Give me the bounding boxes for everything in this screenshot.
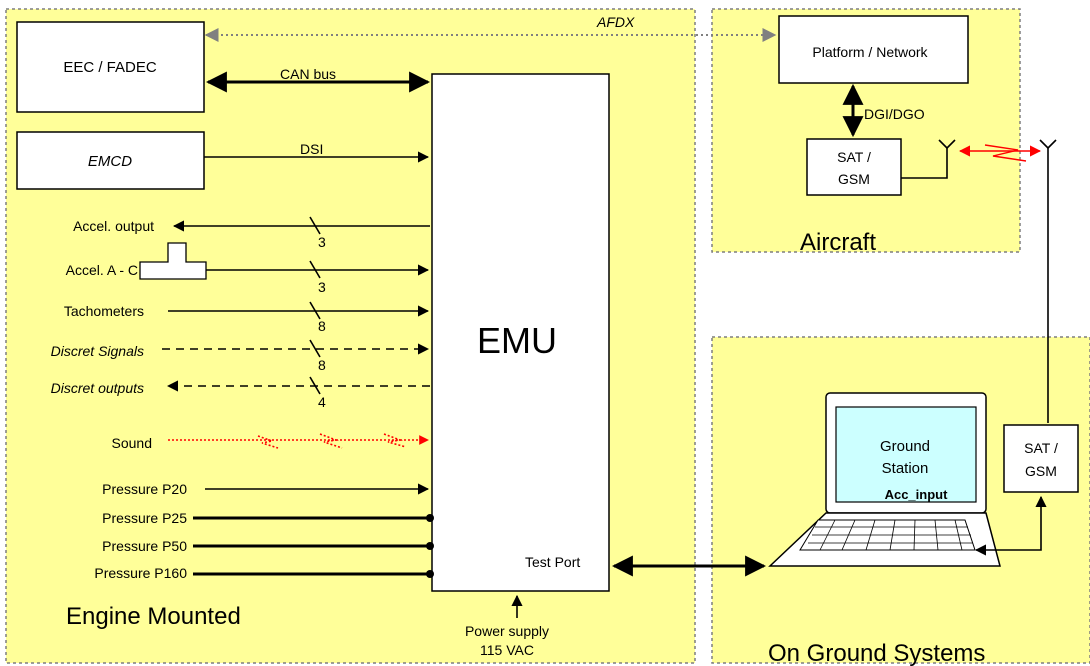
eec-fadec-label: EEC / FADEC	[63, 59, 157, 76]
bus-slash-discret-signals	[309, 339, 321, 358]
laptop-sat-link	[974, 495, 1047, 556]
laptop-icon	[768, 392, 1001, 567]
dgi-dgo-label: DGI/DGO	[864, 106, 925, 122]
bus-count-discret-signals: 8	[318, 357, 326, 373]
signal-label-tachometers: Tachometers	[64, 303, 144, 319]
signal-line-pressure-p25	[193, 514, 434, 522]
platform-network-box	[778, 15, 969, 84]
bus-count-accel-output: 3	[318, 234, 326, 250]
emu-label: EMU	[477, 320, 557, 361]
sat-gsm-ground-box	[1003, 424, 1079, 493]
emcd-label: EMCD	[88, 153, 132, 170]
signal-label-accel-output: Accel. output	[73, 218, 154, 234]
emcd-box	[16, 131, 205, 190]
signal-label-pressure-p25: Pressure P25	[102, 510, 187, 526]
signal-label-discret-outputs: Discret outputs	[51, 380, 144, 396]
bus-slash-discret-outputs	[309, 376, 321, 395]
signal-line-pressure-p50	[193, 542, 434, 550]
aircraft-label: Aircraft	[800, 229, 876, 256]
bus-slash-accel-output	[309, 216, 321, 235]
sat-gsm-aircraft-line1: SAT /	[837, 149, 871, 165]
bus-count-tachometers: 8	[318, 318, 326, 334]
signal-line-sound	[168, 433, 429, 449]
bus-count-discret-outputs: 4	[318, 394, 326, 410]
ground-station-line1: Ground	[880, 438, 930, 455]
sat-gsm-aircraft-line2: GSM	[838, 171, 870, 187]
signal-label-discret-signals: Discret Signals	[51, 343, 144, 359]
test-port-label: Test Port	[525, 554, 580, 570]
sat-gsm-ground-line2: GSM	[1025, 463, 1057, 479]
signal-label-pressure-p20: Pressure P20	[102, 481, 187, 497]
bus-count-accel-a-c: 3	[318, 279, 326, 295]
power-supply-line2: 115 VAC	[480, 642, 534, 658]
wireless-link-icon	[958, 144, 1042, 162]
platform-network-label: Platform / Network	[812, 44, 928, 60]
signal-line-pressure-p160	[193, 570, 434, 578]
acc-input-label: Acc_input	[885, 487, 949, 502]
ground-systems-label: On Ground Systems	[768, 640, 985, 666]
eec-fadec-box	[16, 21, 205, 113]
ground-station-line2: Station	[882, 460, 929, 477]
sat-gsm-aircraft-box	[806, 138, 902, 196]
dsi-label: DSI	[300, 141, 323, 157]
bus-slash-tachometers	[309, 301, 321, 320]
can-bus-label: CAN bus	[280, 66, 336, 82]
signal-label-sound: Sound	[112, 435, 152, 451]
ground-antenna-icon	[1039, 139, 1057, 423]
power-supply-line1: Power supply	[465, 623, 549, 639]
aircraft-antenna-icon	[901, 139, 956, 179]
signal-label-pressure-p50: Pressure P50	[102, 538, 187, 554]
accelerometer-sensor-icon	[139, 242, 207, 280]
sat-gsm-ground-line1: SAT /	[1024, 440, 1058, 456]
signal-label-pressure-p160: Pressure P160	[94, 565, 187, 581]
bus-slash-accel-a-c	[309, 260, 321, 279]
afdx-label: AFDX	[596, 14, 635, 30]
signal-label-accel-a-c: Accel. A - C	[66, 262, 138, 278]
emu-box	[431, 73, 610, 592]
engine-mounted-label: Engine Mounted	[66, 603, 241, 630]
